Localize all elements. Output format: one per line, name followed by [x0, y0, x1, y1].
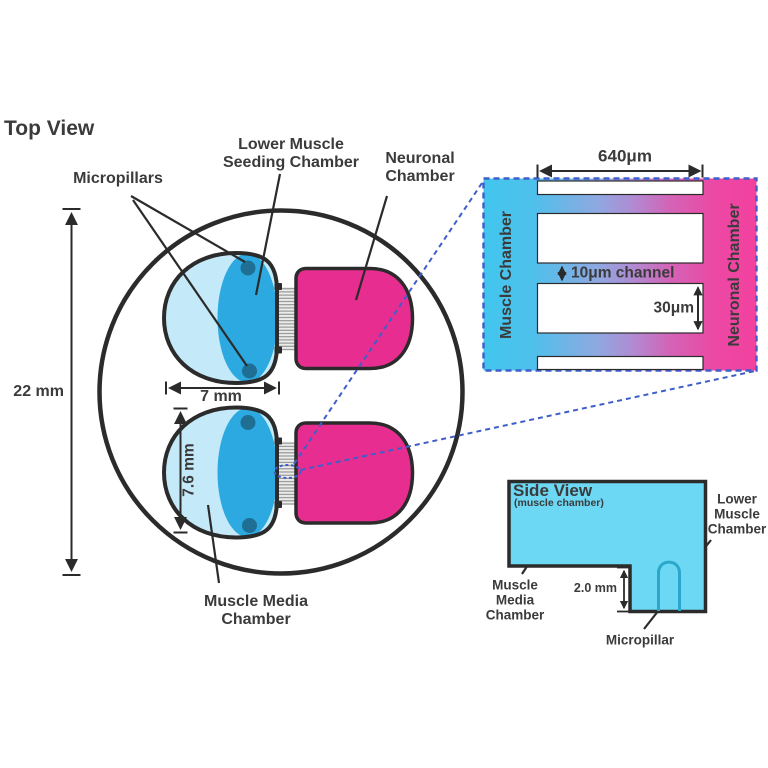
inset-barriers [536, 180, 704, 371]
page-title: Top View [4, 117, 95, 140]
neuronal-chamber-label-line1: Neuronal [385, 149, 455, 167]
leader-seeding-chamber [254, 173, 282, 296]
muscle-media-chamber-label: Muscle Media Chamber [204, 593, 308, 629]
microchannel-array [277, 287, 296, 351]
side-view [507, 479, 708, 614]
zoom-source-ellipse [273, 464, 302, 479]
neuronal-chamber-label-line2: Chamber [385, 168, 455, 185]
side-view-dimension [617, 566, 631, 613]
dim-2mm-label: 2.0 mm [573, 580, 617, 595]
connector-tab-bottom [274, 346, 282, 354]
micropillars-label: Micropillars [73, 169, 163, 187]
inset-frame [482, 177, 758, 372]
dim-30um-label: 30μm [653, 299, 694, 317]
muscle-media-side-line2: Media [495, 592, 535, 608]
leader-micropillars-bottom [132, 199, 248, 367]
micropillar-dot-top [240, 260, 256, 276]
dim-7mm-label: 7 mm [200, 387, 242, 405]
barrier-bar [536, 282, 704, 334]
micropillar-dot-bottom [242, 363, 257, 379]
leader-neuronal-chamber [354, 195, 389, 301]
zoom-line-lower [300, 370, 756, 471]
seeding-chamber-label-line2: Seeding Chamber [222, 154, 360, 171]
micropillar-profile [657, 560, 681, 611]
channel-inset [482, 164, 758, 372]
lower-muscle-side-line2: Muscle [714, 506, 760, 522]
culture-dish-outline [97, 208, 465, 576]
inset-dimensions [536, 164, 704, 331]
connector-tab-top [274, 283, 282, 290]
seeding-chamber-label-line1: Lower Muscle [238, 135, 344, 153]
muscle-media-side-line3: Chamber [485, 607, 545, 623]
dim-7-6mm-label: 7.6 mm [180, 443, 198, 497]
dimension-arrows [62, 208, 280, 576]
barrier-bar [536, 355, 704, 371]
seeding-chamber-label: Lower Muscle Seeding Chamber [223, 136, 359, 172]
device-unit [161, 250, 415, 386]
muscle-media-label-line1: Muscle Media [203, 592, 309, 610]
zoom-line-upper [293, 179, 485, 465]
lower-muscle-chamber-side-label: Lower Muscle Chamber [707, 491, 767, 538]
neuronal-chamber-shape [294, 266, 415, 371]
muscle-media-label-line2: Chamber [221, 611, 291, 628]
lower-muscle-side-line3: Chamber [707, 521, 767, 537]
lower-muscle-side-line1: Lower [717, 491, 757, 507]
neuronal-chamber-label: Neuronal Chamber [385, 150, 454, 186]
muscle-chamber-outline [161, 250, 279, 386]
barrier-bar [536, 212, 704, 264]
device-unit-lower [164, 408, 413, 538]
micropillar-side-label: Micropillar [605, 632, 675, 648]
leader-micropillars-top [130, 195, 246, 263]
lower-muscle-seeding-chamber-shape [217, 253, 277, 383]
dim-22mm-label: 22 mm [13, 382, 64, 400]
leader-muscle-media [206, 504, 221, 584]
zoom-indicator [273, 179, 756, 479]
side-view-title: Side View [513, 481, 593, 500]
dim-10um-channel-label: 10μm channel [571, 264, 675, 282]
barrier-bar [536, 180, 704, 196]
muscle-media-side-label: Muscle Media Chamber [485, 577, 545, 624]
dim-640um-label: 640μm [598, 146, 652, 166]
inset-muscle-chamber-label: Muscle Chamber [497, 210, 515, 340]
side-view-subtitle: (muscle chamber) [514, 497, 604, 509]
muscle-media-side-line1: Muscle [492, 577, 538, 593]
inset-neuronal-chamber-label: Neuronal Chamber [725, 203, 743, 347]
